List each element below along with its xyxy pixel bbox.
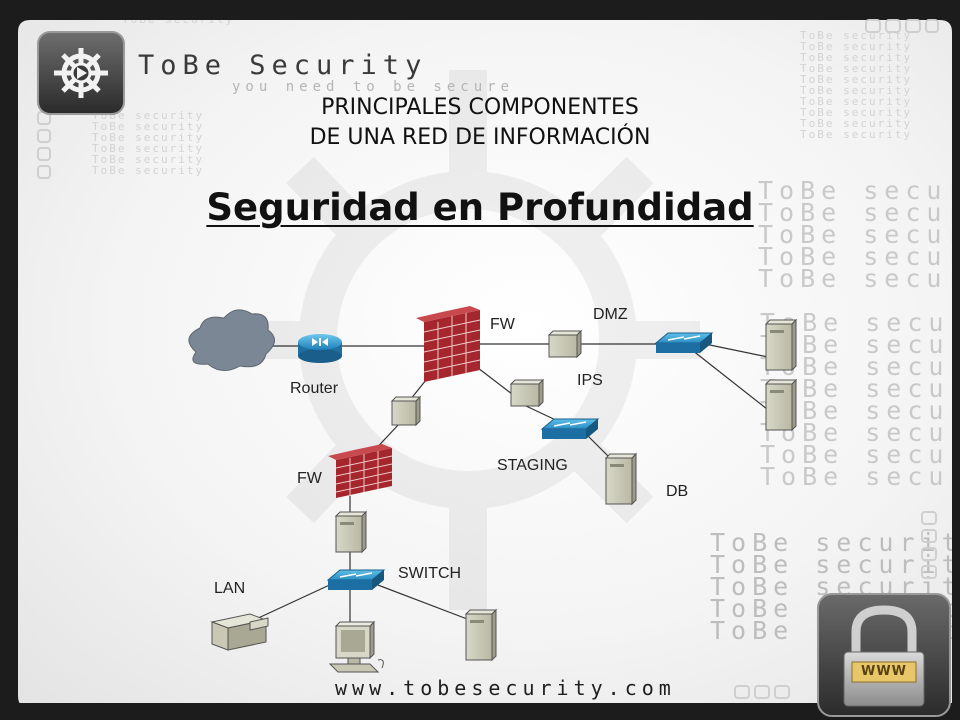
firewall-bottom-icon	[328, 444, 393, 498]
padlock-icon	[817, 593, 951, 717]
ips-appliance-dmz-icon	[547, 329, 583, 359]
label-db: DB	[666, 483, 689, 500]
label-ips: IPS	[577, 372, 603, 389]
switch-staging-icon	[540, 418, 600, 439]
label-switch: SWITCH	[398, 565, 462, 582]
slide-heading: Seguridad en Profundidad	[206, 186, 754, 229]
label-dmz: DMZ	[593, 306, 628, 323]
workstation-icon	[328, 620, 384, 673]
brand-name: ToBe Security	[138, 50, 428, 81]
printer-icon	[210, 613, 269, 651]
tobe-logo-icon	[37, 31, 125, 115]
firewall-top-icon	[416, 306, 481, 382]
footer-url: www.tobesecurity.com	[335, 676, 676, 700]
internet-cloud-icon	[188, 309, 275, 371]
ips-appliance-lan-icon	[390, 395, 422, 427]
server-lan-bottom-icon	[334, 510, 368, 554]
server-db-icon	[604, 452, 638, 506]
brand-tagline: you need to be secure	[232, 79, 515, 95]
server-dmz-1-icon	[764, 318, 798, 372]
label-fw-bottom: FW	[297, 470, 322, 487]
label-fw-top: FW	[490, 316, 515, 333]
label-staging: STAGING	[497, 457, 568, 474]
switch-dmz-icon	[654, 332, 714, 353]
router-icon	[298, 334, 342, 363]
label-router: Router	[290, 380, 339, 397]
slide-title-line1: PRINCIPALES COMPONENTES	[321, 95, 639, 120]
slide-title: PRINCIPALES COMPONENTES DE UNA RED DE IN…	[0, 93, 960, 153]
ips-appliance-staging-icon	[509, 378, 545, 408]
padlock-badge-text: WWW	[860, 664, 908, 679]
switch-lan-icon	[326, 569, 386, 590]
slide-title-line2: DE UNA RED DE INFORMACIÓN	[309, 125, 651, 150]
label-lan: LAN	[214, 580, 246, 597]
server-lan-right-icon	[464, 608, 498, 662]
server-dmz-2-icon	[764, 378, 798, 432]
